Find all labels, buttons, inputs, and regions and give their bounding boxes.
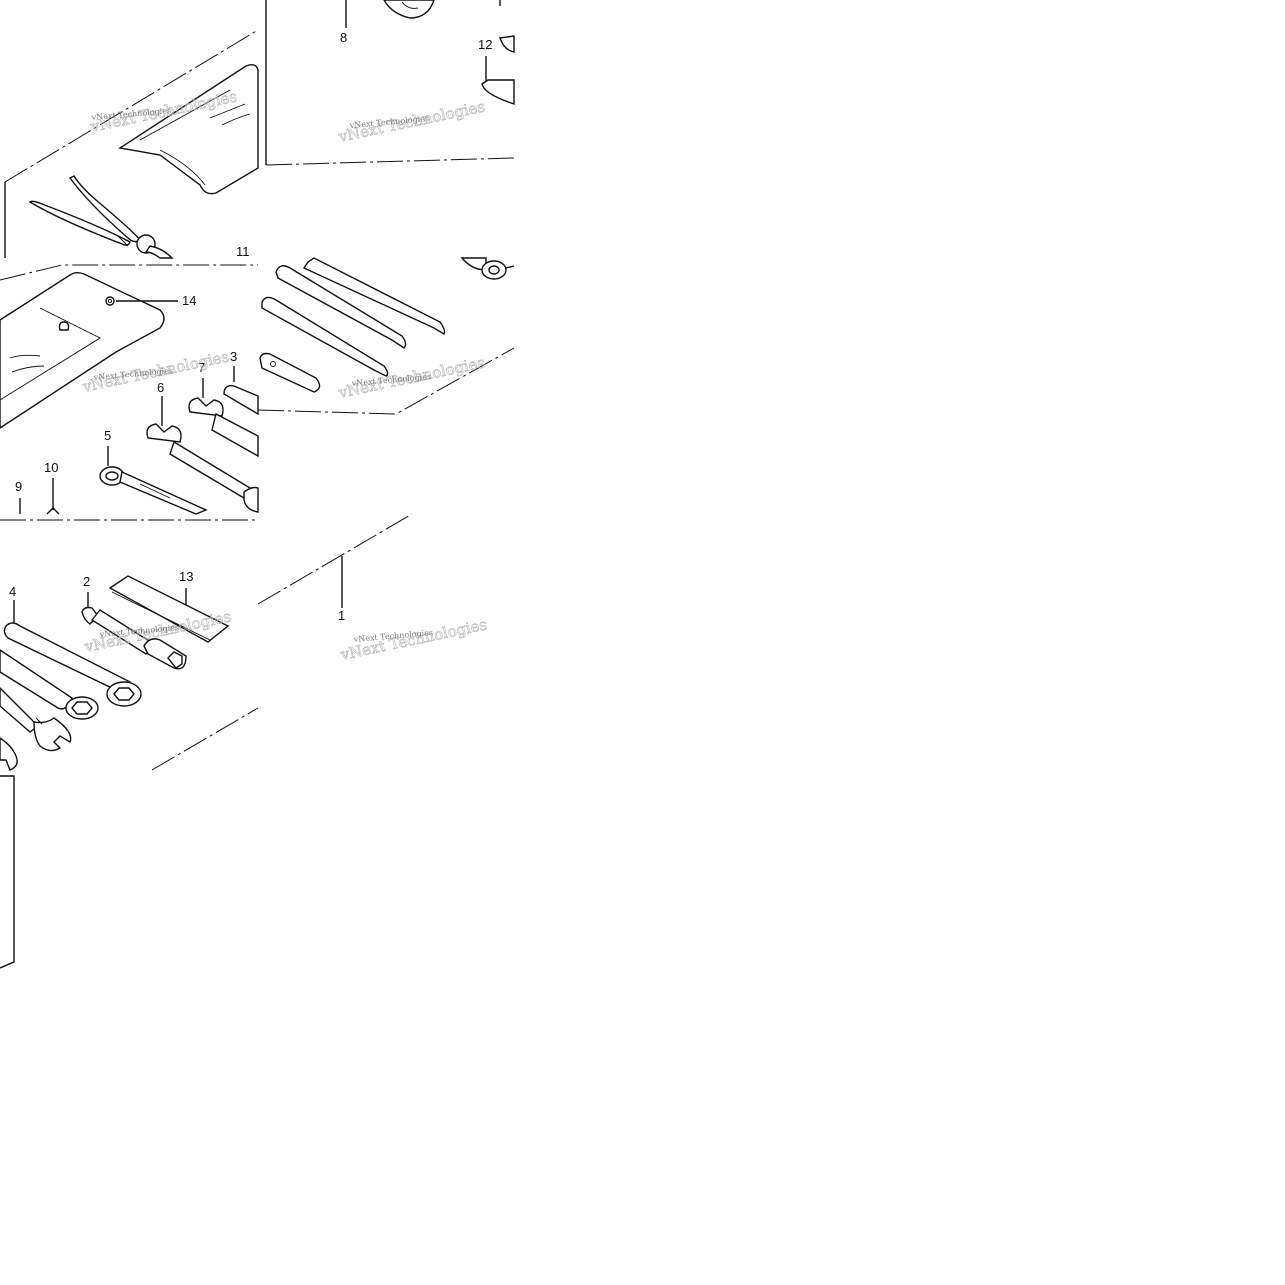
callout-12: 12 [478, 37, 492, 52]
open-end-wrench-icon [0, 687, 72, 752]
screwdriver-handle-icon [481, 35, 515, 105]
open-end-wrench-icon [0, 737, 18, 771]
callout-8: 8 [340, 30, 347, 45]
tire-lever-icon [108, 575, 230, 643]
screwdriver-icon [302, 257, 446, 335]
callout-5: 5 [104, 428, 111, 443]
callout-3: 3 [230, 349, 237, 364]
box-wrench-5-icon [99, 466, 208, 515]
callout-7: 7 [198, 360, 205, 375]
tile-tool-bag-top [4, 29, 259, 259]
tile-kit-assembly: 1 [257, 513, 413, 623]
open-end-wrench-7-icon [188, 397, 259, 458]
callout-6: 6 [157, 380, 164, 395]
socket-wrench-icon [81, 606, 187, 670]
callout-1: 1 [338, 608, 345, 623]
box-wrench-icon [0, 649, 99, 720]
callout-13: 13 [179, 569, 193, 584]
tool-bag-pouch [0, 272, 165, 429]
callout-10: 10 [44, 460, 58, 475]
spoke-wrench-icon [259, 352, 321, 393]
callout-4: 4 [9, 584, 16, 599]
open-end-wrench-6-icon [146, 423, 259, 513]
screwdriver-icon [261, 296, 389, 377]
tile-tool-bag-middle: 11 14 3 7 6 5 [0, 244, 259, 521]
ring-wrench-tip-icon [460, 257, 515, 280]
adjustable-wrench-icon [383, 0, 435, 19]
callout-14: 14 [182, 293, 196, 308]
screwdriver-icon [275, 265, 407, 349]
tile-screwdrivers [257, 257, 515, 415]
flat-wrench-icon [223, 384, 259, 416]
tile-wrench-set: 4 2 13 [0, 569, 259, 969]
double-box-wrench-icon [3, 622, 142, 707]
tile-box-top: 8 12 [265, 0, 515, 166]
callout-2: 2 [83, 574, 90, 589]
snap-button-icon [105, 296, 115, 306]
callout-9: 9 [15, 479, 22, 494]
pliers-icon [28, 175, 174, 259]
callout-11: 11 [236, 244, 250, 259]
tool-bag-flap [118, 63, 259, 195]
